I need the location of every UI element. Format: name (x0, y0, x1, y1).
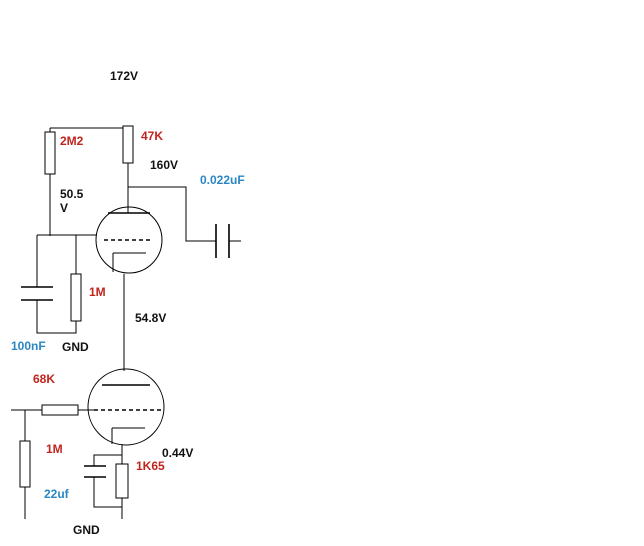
v2-cathode-voltage-label: 0.44V (162, 446, 194, 460)
capacitor-22uf (84, 465, 106, 478)
bypass-cap-wire (93, 454, 122, 508)
capacitor-100nf-label: 100nF (11, 339, 46, 353)
resistor-2m2 (44, 131, 56, 175)
resistor-2m2-label: 2M2 (60, 134, 84, 148)
capacitor-0022uf-label: 0.022uF (200, 173, 245, 187)
resistor-1k65-label: 1K65 (136, 459, 165, 473)
tube-v1 (95, 206, 163, 274)
resistor-68k-label: 68K (33, 372, 56, 386)
resistor-47k-label: 47K (141, 129, 164, 143)
resistor-1m-bottom-label: 1M (46, 442, 63, 456)
ground-label-bottom: GND (73, 523, 100, 537)
capacitor-22uf-label: 22uf (44, 487, 69, 501)
resistor-1m-top-label: 1M (89, 285, 106, 299)
resistor-68k (41, 404, 79, 416)
supply-voltage-label: 172V (110, 69, 139, 83)
resistor-1m-top (70, 273, 82, 322)
capacitor-0022uf (215, 224, 230, 258)
grid-voltage-label: 50.5 (60, 187, 84, 201)
ground-label-top: GND (62, 340, 89, 354)
plate-voltage-label: 160V (150, 158, 179, 172)
plate-to-cap-wire (128, 186, 241, 242)
grid-voltage-unit-label: V (60, 201, 69, 215)
cathode-voltage-label: 54.8V (135, 311, 167, 325)
grid-left-branch (36, 235, 77, 334)
resistor-1m-bottom (19, 440, 31, 488)
resistor-1k65 (115, 463, 129, 499)
resistor-47k (122, 125, 134, 164)
tube-v2 (87, 368, 165, 446)
capacitor-100nf (21, 286, 53, 301)
